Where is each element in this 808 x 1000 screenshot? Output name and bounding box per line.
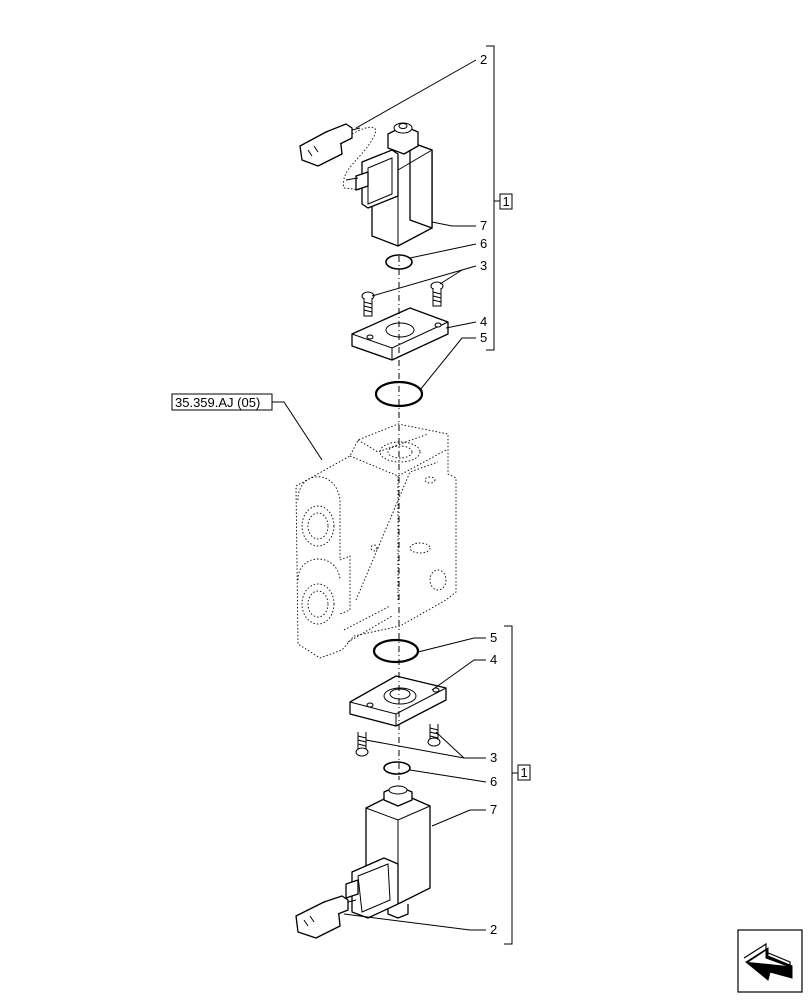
callout-bottom-5: 5 [490,630,497,645]
valve-section-body [295,423,457,659]
group-box-bottom: 1 [517,764,531,781]
top-solenoid-connector [299,123,377,191]
callout-bottom-3: 3 [490,750,497,765]
callout-top-6: 6 [480,236,487,251]
reference-label: 35.359.AJ (05) [175,395,260,410]
callout-bottom-4: 4 [490,652,497,667]
bottom-large-oring [372,638,420,664]
leader-lines [272,45,518,945]
top-solenoid-valve [345,122,433,247]
callout-bottom-6: 6 [490,774,497,789]
callout-top-4: 4 [480,314,487,329]
callout-bottom-2: 2 [490,922,497,937]
reference-box[interactable]: 35.359.AJ (05) [171,393,273,411]
callout-top-2: 2 [480,52,487,67]
bottom-flange-plate [349,675,447,727]
group-box-top: 1 [499,193,513,210]
bottom-solenoid-valve [345,785,431,919]
bottom-screws [355,724,441,757]
callout-top-5: 5 [480,330,487,345]
callout-top-3: 3 [480,258,487,273]
group-label-top: 1 [503,194,510,209]
bottom-solenoid-connector [295,895,357,939]
bottom-small-oring [383,761,411,775]
arrow-next-icon[interactable] [737,929,803,993]
callout-top-7: 7 [480,218,487,233]
top-flange-plate [351,307,449,361]
callout-bottom-7: 7 [490,802,497,817]
group-label-bottom: 1 [521,765,528,780]
